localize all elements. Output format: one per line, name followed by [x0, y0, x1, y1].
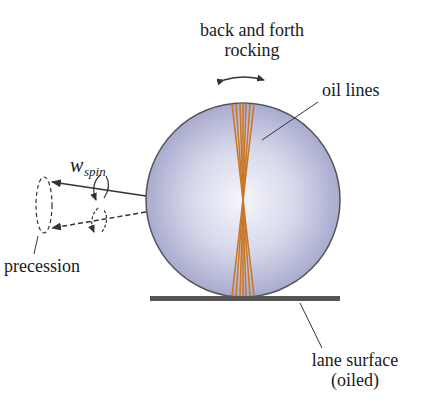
omega-subscript: spin	[84, 164, 124, 179]
spin-axis-precessed	[52, 212, 146, 228]
precession-label: precession	[4, 256, 104, 276]
rotation-arrow	[104, 176, 109, 198]
oil-lines-label: oil lines	[322, 80, 412, 100]
rocking-arrow	[224, 77, 264, 80]
leader-line	[34, 236, 38, 254]
precession-ellipse	[36, 177, 52, 233]
leader-line	[300, 303, 322, 348]
ball	[146, 103, 340, 297]
rotation-arrow	[102, 210, 107, 232]
leader-line	[262, 102, 318, 140]
lane-surface	[150, 296, 340, 301]
rocking-label: back and forth rocking	[190, 20, 314, 60]
lane-label: lane surface (oiled)	[300, 350, 410, 390]
oil-lines	[232, 103, 254, 297]
rotation-arrow	[92, 208, 98, 232]
spin-axis	[52, 182, 146, 196]
